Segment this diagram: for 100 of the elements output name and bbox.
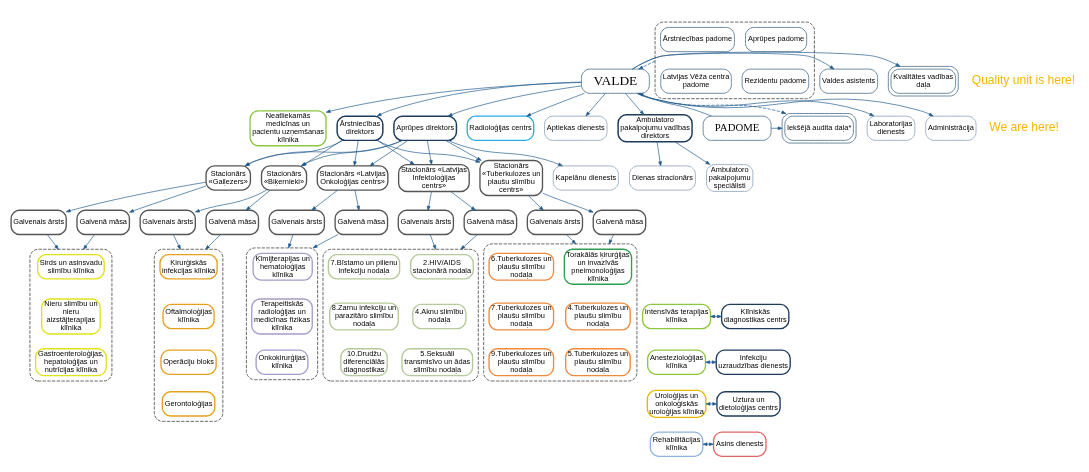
node-box: Galvenā māsa xyxy=(334,209,389,235)
arrow xyxy=(129,185,207,212)
node-box: Galvenā māsa xyxy=(205,209,260,235)
node-box: PADOME xyxy=(702,115,772,141)
node-box: Uroloģijas un onkoloģiskās uroloģijas klīnika xyxy=(646,389,707,418)
arrow xyxy=(195,189,267,212)
label: We are here! xyxy=(989,119,1059,134)
node-box: Terapeitiskās radioloģijas un medicīnas fizikas klīnika xyxy=(251,297,313,335)
arrow xyxy=(377,139,481,163)
node-box: Ambulatoro pakalpojumu speciālisti xyxy=(706,163,754,192)
node-box: Asins dienests xyxy=(712,430,767,457)
node-box: Galvenais ārsts xyxy=(397,209,455,235)
arrow xyxy=(172,233,181,250)
node-box: 7.Bīstamo un pilienu infekciju nodaļa xyxy=(327,253,401,280)
arrow xyxy=(65,181,207,212)
arrow xyxy=(429,233,437,250)
arrow xyxy=(325,81,582,113)
node-box: Galvenais ārsts xyxy=(10,209,67,235)
arrow xyxy=(705,359,717,364)
node-box: Dienas stracionārs xyxy=(629,165,696,191)
arrow xyxy=(770,126,783,130)
arrow xyxy=(46,233,59,250)
node-box: Gastroenteroloģijas, hepatoloģijas un nutrīcijas klīnika xyxy=(34,347,107,376)
node-box: 6.Tuberkulozes un plaušu slimību nodaļa xyxy=(488,252,555,281)
node-box: 5.Tuberkulozes un plaušu slimību nodaļa xyxy=(565,347,631,376)
arrow xyxy=(426,139,433,165)
node-box: Aprūpes padome xyxy=(745,26,808,52)
arrow xyxy=(447,139,563,166)
node-box: Stacionārs «Latvijas Onkoloģijas centrs» xyxy=(316,164,389,191)
arrow xyxy=(710,314,722,318)
node-box: Galvenais ārsts xyxy=(139,209,196,235)
node-box: Galvenais ārsts xyxy=(268,209,326,235)
arrow xyxy=(656,141,662,166)
arrow xyxy=(245,189,271,210)
cluster xyxy=(654,21,815,99)
node-box: Nieru slimību un nieru aizstājterapijas klīnika xyxy=(41,297,101,335)
node-box: Infekciju uzraudzības dienests xyxy=(715,348,791,375)
arrow xyxy=(542,192,594,212)
node-box: Klīniskās diagnostikas centrs xyxy=(720,303,790,329)
arrow xyxy=(632,51,901,69)
arrow xyxy=(705,401,718,406)
node-box: 4.Tuberkulozes un plaušu slimību nodaļa xyxy=(565,301,631,331)
node-box: Latvijas Vēža centra padome xyxy=(660,68,732,94)
arrow xyxy=(312,233,339,248)
arrow xyxy=(674,140,711,165)
node-box: Onkoķirurģijas klīnika xyxy=(255,348,309,375)
node-box: Rehabilitācijas klīnika xyxy=(649,430,704,457)
node-box: Stacionārs «Tuberkulozes un plaušu slimību centrs» xyxy=(479,159,544,196)
node-box: 4.Aknu slimību nodaļa xyxy=(412,303,467,329)
node-box: Galvenā māsa xyxy=(463,209,518,235)
node-box: Sirds un asinsvadu slimību klīnika xyxy=(37,253,105,280)
arrow xyxy=(205,233,221,250)
node-box: Radioloģijas centrs xyxy=(466,115,535,141)
node-box: Oftalmoloģijas klīnika xyxy=(162,303,215,329)
cluster xyxy=(245,247,319,380)
node-box: Neatliekamās medicīnas un pacientu uzņemšanas klīnika xyxy=(249,109,327,146)
cluster xyxy=(29,248,113,381)
node-box: Uztura un dietoloģijas centrs xyxy=(716,390,781,417)
node-box: VALDE xyxy=(581,68,650,94)
arrow xyxy=(376,81,582,116)
cluster xyxy=(153,248,224,422)
node-box: 5.Seksuāli transmisīvo un ādas slimību nodaļa xyxy=(401,347,474,376)
arrow xyxy=(528,194,544,211)
node-box: Kapelānu dienests xyxy=(552,165,619,191)
arrow xyxy=(354,189,360,210)
node-box: Stacionārs «Latvijas Infektoloģijas centrs» xyxy=(397,163,470,192)
arrow xyxy=(369,139,409,166)
arrow xyxy=(353,139,359,166)
arrow xyxy=(526,92,585,116)
node-box: Ārstniecības padome xyxy=(660,26,735,52)
node-box: Laboratorijas dienests xyxy=(866,115,916,141)
node-box: Valdes asistents xyxy=(819,68,878,94)
arrow xyxy=(566,233,577,244)
arrow xyxy=(311,189,338,210)
node-box: 8.Zarnu infekciju un parazitāro slimību nodaļa xyxy=(329,301,399,331)
node-box: Gerontoloģijas xyxy=(161,390,216,417)
arrow xyxy=(460,233,478,250)
node-box: Administrācija xyxy=(925,115,977,141)
arrow xyxy=(427,190,432,211)
arrow xyxy=(377,139,415,165)
node-box: Intensīvās terapijas klīnika xyxy=(641,303,712,329)
node-box: Aptiekas dienests xyxy=(544,115,608,141)
arrow xyxy=(447,85,582,116)
label: Quality unit is here! xyxy=(971,72,1076,87)
arrow xyxy=(608,233,614,244)
node-box: Ambulatoro pakalpojumu vadības direktors xyxy=(617,113,693,142)
cluster xyxy=(322,248,479,381)
node-box: Galvenā māsa xyxy=(592,209,647,235)
node-box: Galvenais ārsts xyxy=(526,209,584,235)
node-box: Rezidentu padome xyxy=(741,68,810,94)
node-box: 10.Drudžu diferenciālās diagnostikas xyxy=(340,347,388,376)
node-box: Ķīmijterapijas un hematoloģijas klīnika xyxy=(252,252,313,281)
node-box: Stacionārs «Biķernieki» xyxy=(260,164,308,191)
node-box: Stacionārs «Gaiļezers» xyxy=(205,164,252,191)
arrow xyxy=(638,60,656,69)
node-box: Torakālās ķirurģijas un invazīvās pneimonoloģijas klīnika xyxy=(563,248,633,285)
node-box: 2.HIV/AIDS stacionārā nodaļa xyxy=(410,253,474,280)
node-box: 9.Tuberkulozes un plaušu slimību nodaļa xyxy=(488,347,555,376)
arrow xyxy=(445,139,482,161)
arrow xyxy=(585,92,606,116)
